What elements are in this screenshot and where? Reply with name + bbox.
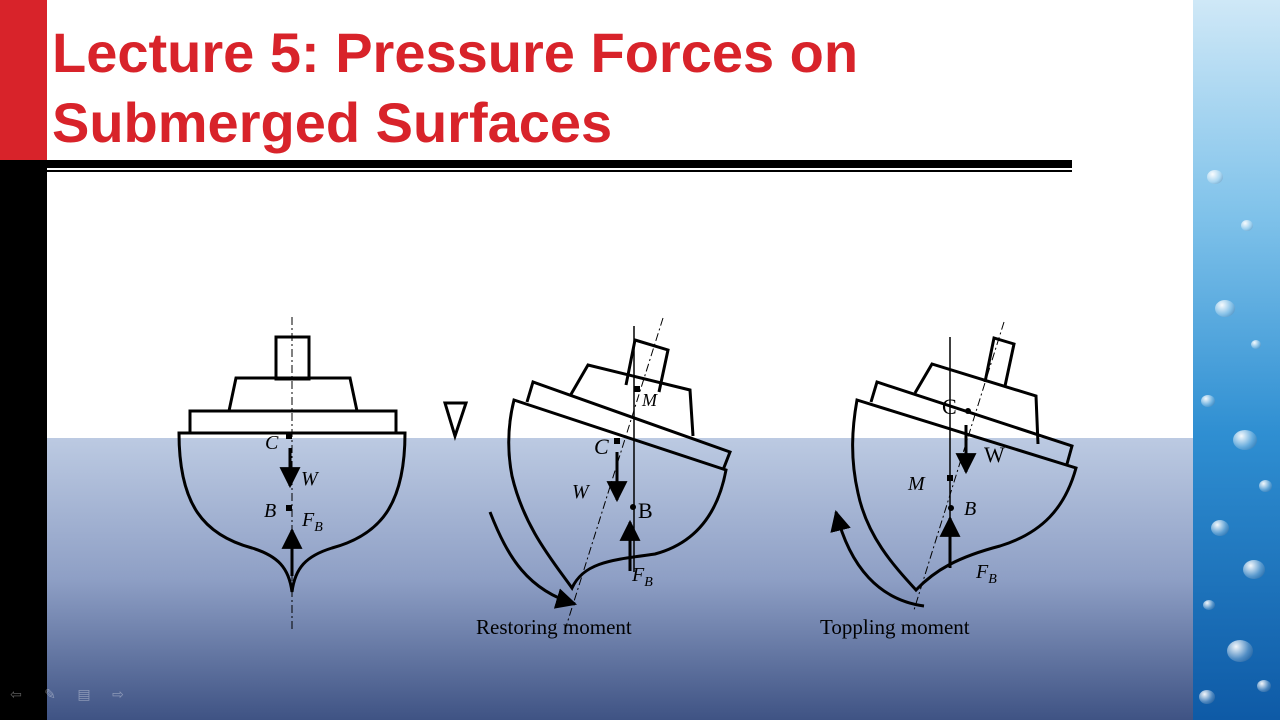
water-drops-strip <box>1193 0 1280 720</box>
accent-block <box>0 0 47 160</box>
ship-toppling <box>830 321 1078 611</box>
slide-title: Lecture 5: Pressure Forces on Submerged … <box>52 18 1172 158</box>
ship1-label-fb: FB <box>301 509 323 535</box>
caption-restoring-moment: Restoring moment <box>476 615 632 639</box>
title-rule <box>25 160 1072 168</box>
ship1-label-w: W <box>301 468 320 490</box>
ship-upright <box>177 317 407 630</box>
ship2-label-m: M <box>641 390 658 410</box>
ship2-label-b: B <box>638 498 653 523</box>
ship3-label-w: W <box>984 442 1005 467</box>
nav-forward-icon[interactable]: ⇨ <box>112 686 124 702</box>
ship2-label-fb: FB <box>631 564 653 590</box>
nav-pen-icon[interactable]: ✎ <box>44 686 56 702</box>
buoyancy-diagram: C W B FB M C W B FB Restoring moment <box>47 317 1193 720</box>
ship1-label-b: B <box>264 500 276 522</box>
slide-nav-controls: ⇦ ✎ ▤ ⇨ <box>6 686 128 702</box>
ship2-label-w: W <box>572 481 591 503</box>
ship3-label-c: C <box>942 394 957 419</box>
ship3-label-fb: FB <box>975 561 997 587</box>
title-rule-thin <box>25 170 1072 172</box>
ship3-label-b: B <box>964 498 976 520</box>
water-region <box>47 438 1193 720</box>
ship3-label-m: M <box>907 473 926 495</box>
water-surface-triangle-icon <box>442 401 469 441</box>
ship2-label-c: C <box>594 434 609 459</box>
ship-restoring <box>488 317 732 631</box>
side-bar <box>0 160 47 720</box>
title-line-2: Submerged Surfaces <box>52 91 613 154</box>
ship1-label-c: C <box>265 432 279 454</box>
caption-toppling-moment: Toppling moment <box>820 615 970 639</box>
nav-back-icon[interactable]: ⇦ <box>10 686 22 702</box>
nav-slides-icon[interactable]: ▤ <box>77 686 91 702</box>
title-line-1: Lecture 5: Pressure Forces on <box>52 21 859 84</box>
